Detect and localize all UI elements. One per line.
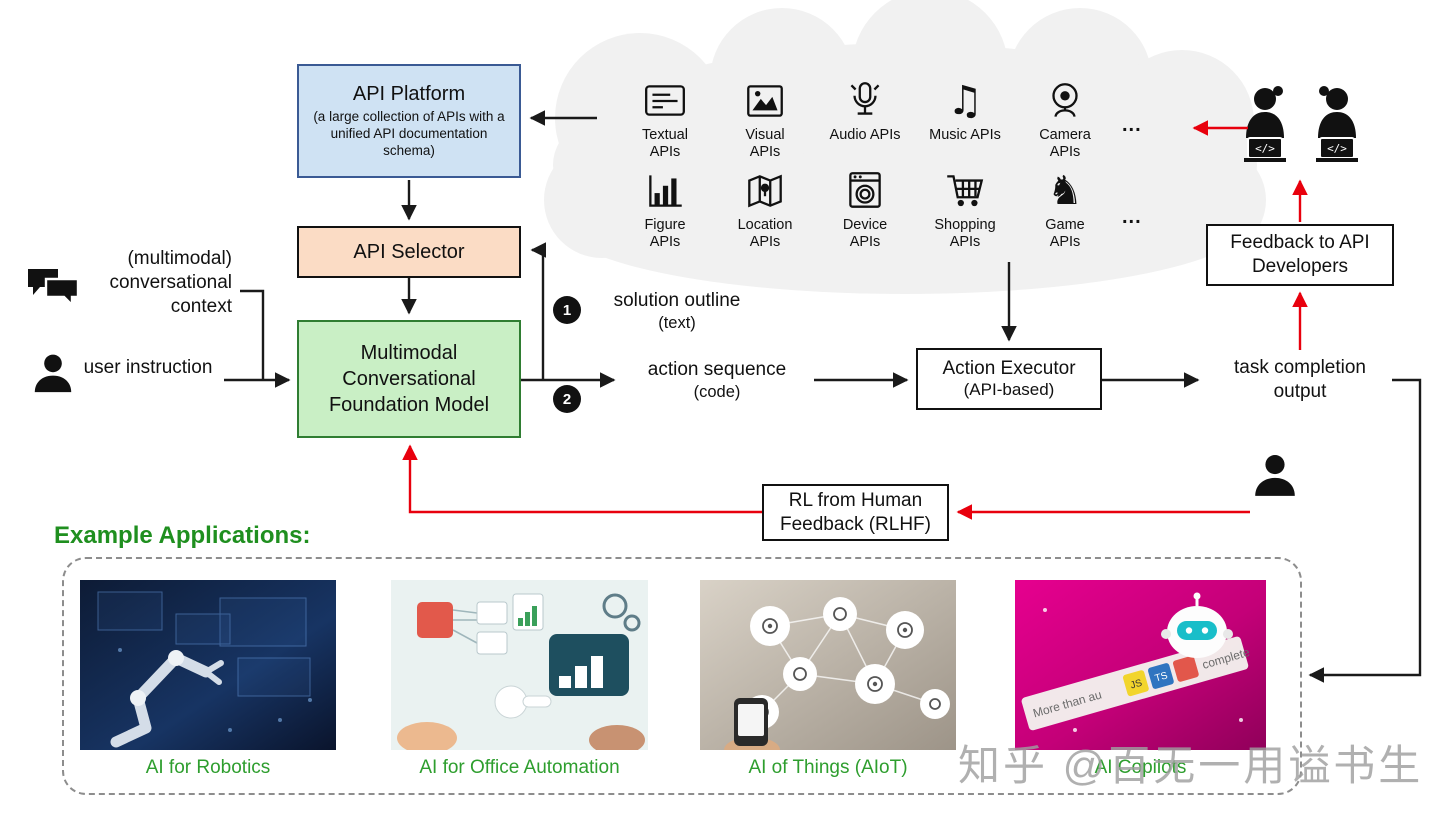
js-badge: JS bbox=[1129, 678, 1144, 692]
feedback-developers-label: Feedback to API Developers bbox=[1230, 232, 1370, 277]
device-api-icon bbox=[842, 166, 888, 214]
conversational-context-label: (multimodal) conversational context bbox=[109, 248, 232, 317]
task-completion-label: task completion output bbox=[1233, 357, 1366, 402]
developer-icon: </> bbox=[1244, 86, 1286, 162]
copilots-image: More than au JS TS complete bbox=[1015, 580, 1266, 750]
foundation-model-label: Multimodal Conversational Foundation Mod… bbox=[328, 342, 490, 416]
aiot-image bbox=[700, 580, 956, 750]
api-card-figure: Figure APIs bbox=[615, 166, 715, 250]
solution-outline-label: solution outline (text) bbox=[613, 290, 741, 332]
examples-container bbox=[62, 557, 1302, 795]
examples-heading: Example Applications: bbox=[54, 522, 311, 549]
speech-bubbles-icon bbox=[26, 265, 82, 314]
api-cloud-row-1: Textual APIs Visual APIs Au bbox=[615, 76, 1115, 160]
figure-api-icon bbox=[642, 166, 688, 214]
shopping-api-icon bbox=[942, 166, 988, 214]
api-cloud-row-2: Figure APIs Location APIs bbox=[615, 166, 1115, 250]
visual-api-icon bbox=[742, 76, 788, 124]
svg-text:</>: </> bbox=[1327, 142, 1347, 155]
api-platform-title: API Platform bbox=[352, 82, 466, 105]
api-card-camera: Camera APIs bbox=[1015, 76, 1115, 160]
office-automation-image bbox=[391, 580, 648, 750]
api-card-game: ♞ Game APIs bbox=[1045, 168, 1085, 250]
example-label-copilots: AI Copilots bbox=[1094, 757, 1187, 778]
action-executor-subtitle: (API-based) bbox=[963, 380, 1055, 399]
api-card-device: Device APIs bbox=[815, 166, 915, 250]
api-card-location: Location APIs bbox=[715, 166, 815, 250]
action-sequence-label: action sequence (code) bbox=[647, 359, 787, 401]
camera-api-icon bbox=[1042, 76, 1088, 124]
api-card-textual: Textual APIs bbox=[615, 76, 715, 160]
location-api-icon bbox=[742, 166, 788, 214]
textual-api-icon bbox=[642, 76, 688, 124]
api-platform-box: API Platform (a large collection of APIs… bbox=[297, 64, 521, 178]
api-card-shopping: Shopping APIs bbox=[915, 166, 1015, 250]
game-api-icon: ♞ bbox=[1047, 168, 1083, 214]
developer-icon: </> bbox=[1316, 86, 1358, 162]
api-selector-box: API Selector bbox=[297, 226, 521, 278]
rlhf-label: RL from Human Feedback (RLHF) bbox=[780, 489, 931, 535]
cloud-ellipsis-2: ... bbox=[1122, 206, 1142, 228]
api-platform-subtitle: (a large collection of APIs with a unifi… bbox=[313, 108, 505, 159]
watermark: 知乎 @百无一用谥书生 bbox=[958, 742, 1424, 789]
rlhf-box: RL from Human Feedback (RLHF) bbox=[762, 484, 949, 541]
copilot-robot bbox=[1161, 592, 1233, 658]
step-1-badge: 1 bbox=[553, 296, 581, 324]
action-executor-box: Action Executor (API-based) bbox=[916, 348, 1102, 410]
example-label-office: AI for Office Automation bbox=[419, 757, 620, 778]
user-icon bbox=[30, 350, 76, 401]
example-label-aiot: AI of Things (AIoT) bbox=[748, 757, 908, 778]
robotics-image bbox=[80, 580, 336, 750]
api-developers: </> </> bbox=[1234, 84, 1368, 170]
api-card-audio: Audio APIs bbox=[815, 76, 915, 160]
api-selector-label: API Selector bbox=[353, 240, 465, 263]
ts-badge: TS bbox=[1154, 670, 1170, 684]
feedback-developers-box: Feedback to API Developers bbox=[1206, 224, 1394, 286]
action-executor-title: Action Executor bbox=[942, 358, 1076, 379]
music-api-icon: ♫ bbox=[947, 78, 983, 124]
foundation-model-box: Multimodal Conversational Foundation Mod… bbox=[297, 320, 521, 438]
api-card-music: ♫ Music APIs bbox=[929, 78, 1001, 143]
user-instruction-label: user instruction bbox=[83, 357, 213, 378]
step-2-badge: 2 bbox=[553, 385, 581, 413]
example-label-robotics: AI for Robotics bbox=[145, 757, 271, 778]
audio-api-icon bbox=[842, 76, 888, 124]
human-feedback-user-icon bbox=[1250, 450, 1300, 505]
api-card-visual: Visual APIs bbox=[715, 76, 815, 160]
svg-text:</>: </> bbox=[1255, 142, 1275, 155]
cloud-ellipsis-1: ... bbox=[1122, 114, 1142, 136]
